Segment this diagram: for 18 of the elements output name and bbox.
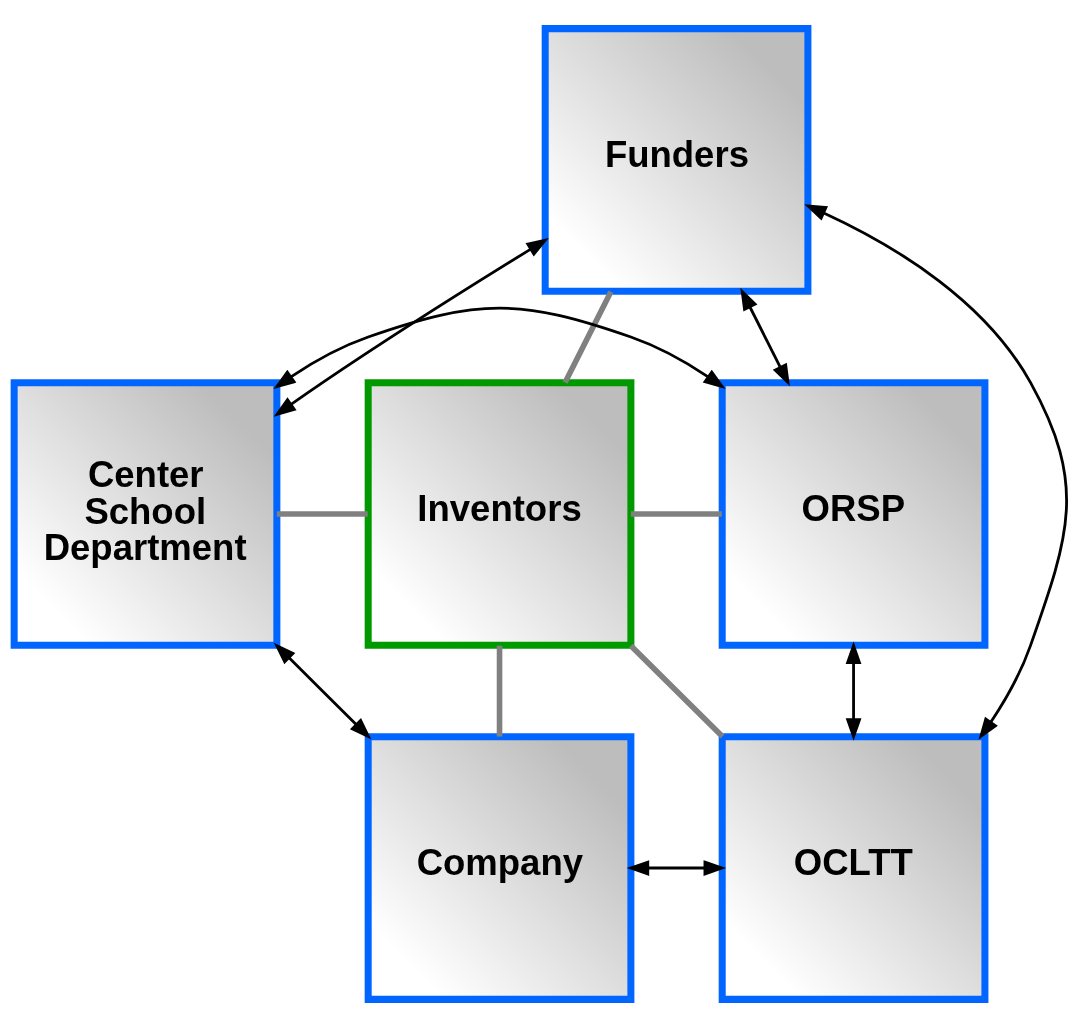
arrow bbox=[740, 287, 790, 386]
node-box: Funders bbox=[541, 24, 812, 295]
arrow bbox=[845, 640, 862, 741]
node-box: Center School Department bbox=[10, 378, 281, 649]
node-box: OCLTT bbox=[718, 732, 989, 1003]
arrow bbox=[273, 237, 549, 417]
connector bbox=[562, 289, 614, 384]
arrow bbox=[273, 642, 372, 740]
connector bbox=[630, 510, 722, 517]
node-box: Company bbox=[364, 732, 635, 1003]
arrow bbox=[626, 859, 727, 876]
connector bbox=[276, 510, 368, 517]
arrow bbox=[273, 306, 726, 389]
connector bbox=[628, 643, 725, 739]
arrow bbox=[804, 203, 1068, 740]
connector bbox=[496, 645, 503, 737]
node-box: Inventors bbox=[364, 378, 635, 649]
node-box: ORSP bbox=[718, 378, 989, 649]
